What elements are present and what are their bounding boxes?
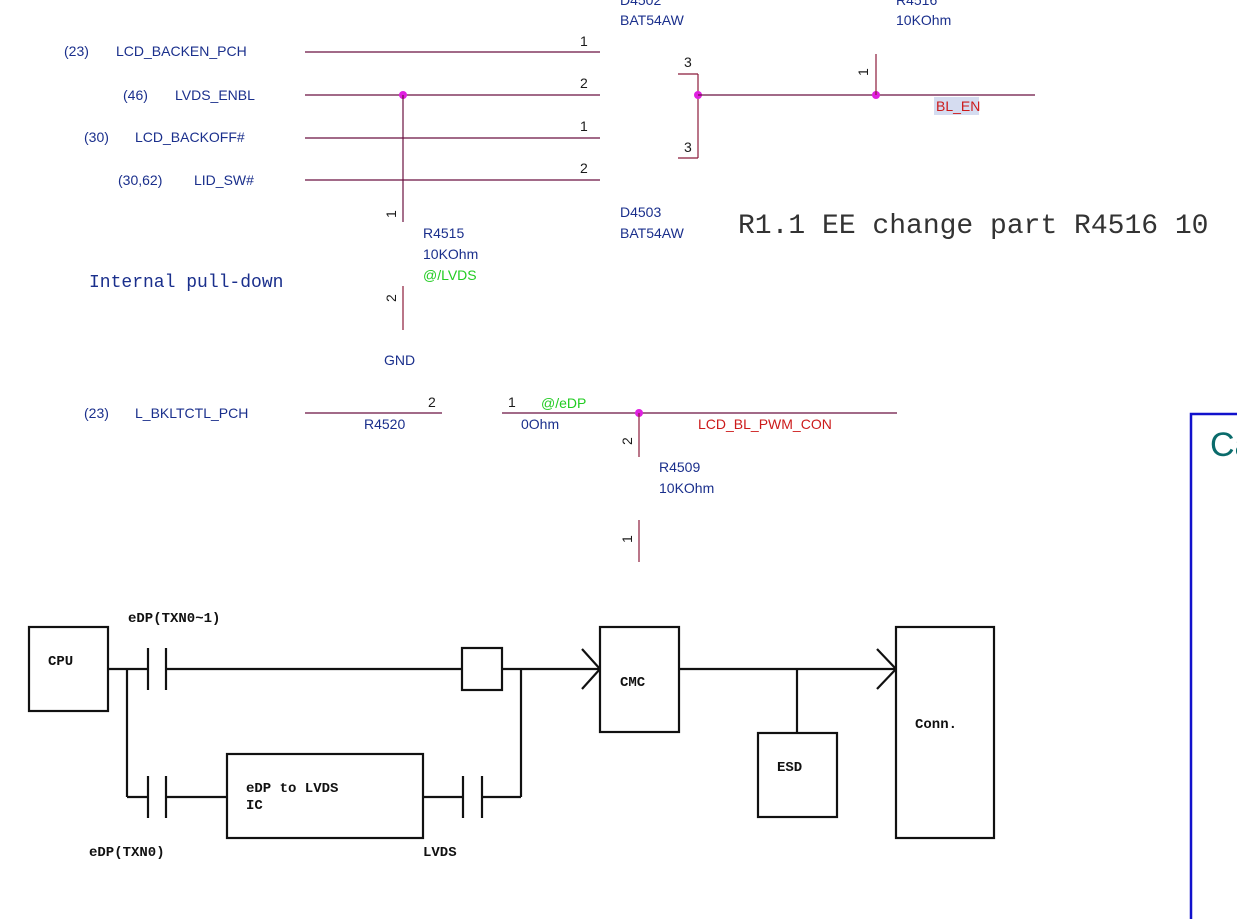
bl-en-highlight	[934, 97, 979, 115]
r4516-pin1: 1	[855, 68, 871, 76]
r4515-pin2: 2	[383, 294, 399, 302]
edp-lvds-bridge-block	[225, 752, 425, 840]
r4520-pin2: 2	[428, 394, 436, 410]
lvds-label: LVDS	[423, 845, 457, 861]
lcd-backen-ref: (23)	[64, 43, 89, 59]
lvds-enbl-ref: (46)	[123, 87, 148, 103]
lvds-enbl-name: LVDS_ENBL	[175, 87, 255, 103]
title-frame	[1189, 412, 1237, 919]
lid-sw-ref: (30,62)	[118, 172, 162, 188]
d4502-part: BAT54AW	[620, 12, 685, 28]
edp-txn01-label: eDP(TXN0~1)	[128, 611, 220, 627]
r4509-value: 10KOhm	[659, 480, 714, 496]
cpu-block	[27, 625, 110, 713]
esd-block	[756, 731, 839, 819]
bridge-label-1: eDP to LVDS	[246, 781, 338, 797]
cpu-label: CPU	[48, 654, 73, 670]
bl-en-label: BL_EN	[936, 98, 980, 114]
conn-label: Conn.	[915, 717, 957, 733]
r4520-pin1: 1	[508, 394, 516, 410]
r4509-ref: R4509	[659, 459, 700, 475]
r4515-ref: R4515	[423, 225, 464, 241]
pin-d4502-2: 2	[580, 75, 588, 91]
lcd-backoff-name: LCD_BACKOFF#	[135, 129, 245, 145]
d4503-pin3: 3	[684, 139, 692, 155]
bridge-label-2: IC	[246, 798, 263, 814]
change-note: R1.1 EE change part R4516 10	[738, 211, 1208, 242]
conn-block	[894, 625, 996, 840]
r4520-ref: R4520	[364, 416, 405, 432]
r4509-pin1: 1	[619, 535, 635, 543]
lid-sw-name: LID_SW#	[194, 172, 254, 188]
cmc-block	[598, 625, 681, 734]
r4515-pin1: 1	[383, 210, 399, 218]
r4520-option: @/eDP	[541, 395, 586, 411]
lcd-backen-name: LCD_BACKEN_PCH	[116, 43, 247, 59]
edp-txn0-label: eDP(TXN0)	[89, 845, 165, 861]
pwm-net-label: LCD_BL_PWM_CON	[698, 416, 832, 432]
esd-label: ESD	[777, 760, 802, 776]
pull-down-note: Internal pull-down	[89, 273, 283, 293]
r4520-value: 0Ohm	[521, 416, 559, 432]
pin-d4502-1: 1	[580, 33, 588, 49]
pin-d4503-2: 2	[580, 160, 588, 176]
bkltctl-ref: (23)	[84, 405, 109, 421]
cmc-label: CMC	[620, 675, 646, 691]
pin-d4503-1: 1	[580, 118, 588, 134]
d4502-ref: D4502	[620, 0, 661, 8]
r4515-value: 10KOhm	[423, 246, 478, 262]
gnd-label: GND	[384, 352, 415, 368]
switch-block	[460, 646, 504, 692]
lcd-backoff-ref: (30)	[84, 129, 109, 145]
r4516-value: 10KOhm	[896, 12, 951, 28]
r4515-option: @/LVDS	[423, 267, 477, 283]
r4509-pin2: 2	[619, 437, 635, 445]
frame-title-fragment: Ca	[1210, 426, 1237, 464]
d4503-part: BAT54AW	[620, 225, 685, 241]
bkltctl-name: L_BKLTCTL_PCH	[135, 405, 248, 421]
d4502-pin3: 3	[684, 54, 692, 70]
r4516-ref: R4516	[896, 0, 937, 8]
d4503-ref: D4503	[620, 204, 661, 220]
